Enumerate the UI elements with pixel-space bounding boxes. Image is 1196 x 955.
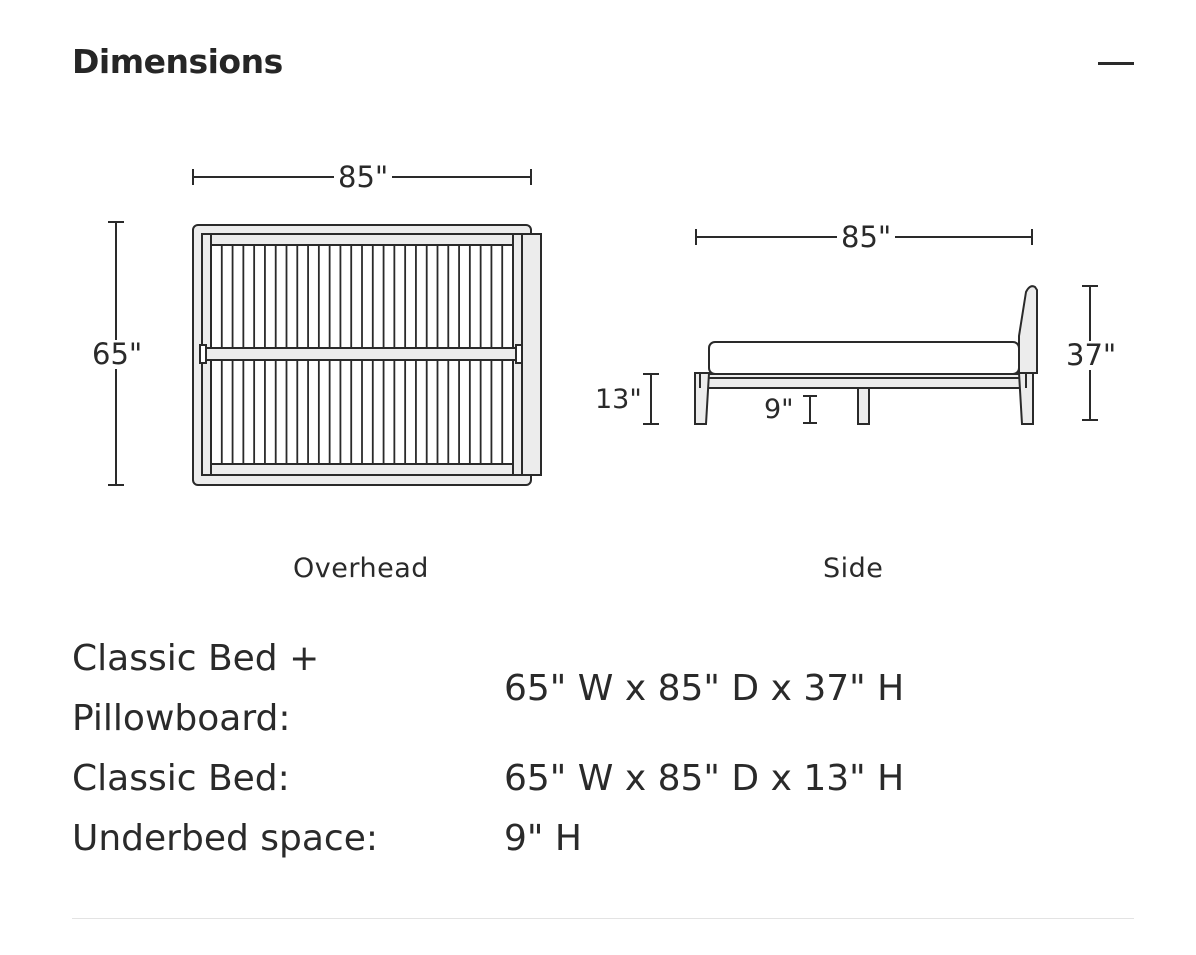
section-title: Dimensions xyxy=(72,42,283,81)
overhead-caption: Overhead xyxy=(293,553,429,584)
spec-label: Classic Bed + xyxy=(72,638,320,679)
side-frame-height-label: 13" xyxy=(591,386,646,413)
side-pillowboard xyxy=(1018,285,1038,374)
spec-label-continued: Pillowboard: xyxy=(72,698,291,739)
side-clearance-label: 9" xyxy=(760,396,798,423)
side-height-label: 37" xyxy=(1062,341,1121,370)
section-divider xyxy=(72,918,1134,919)
minus-icon xyxy=(1098,62,1134,65)
side-diagram xyxy=(643,229,1098,425)
spec-value: 9" H xyxy=(504,818,582,859)
side-frame-height-dimension-line xyxy=(643,373,659,425)
overhead-pillowboard xyxy=(520,233,542,476)
side-rail xyxy=(694,373,1034,389)
spec-value: 65" W x 85" D x 37" H xyxy=(504,668,905,709)
overhead-diagram xyxy=(108,169,542,486)
overhead-depth-label: 65" xyxy=(88,340,147,369)
overhead-center-support xyxy=(201,347,523,361)
dimensions-header: Dimensions xyxy=(72,36,1134,92)
spec-value: 65" W x 85" D x 13" H xyxy=(504,758,905,799)
collapse-toggle-button[interactable] xyxy=(1094,42,1134,82)
side-mattress xyxy=(708,341,1020,375)
overhead-bottom-rail xyxy=(210,463,514,476)
side-clearance-dimension-line xyxy=(803,395,817,424)
spec-label: Classic Bed: xyxy=(72,758,290,799)
overhead-width-label: 85" xyxy=(334,163,393,192)
spec-label: Underbed space: xyxy=(72,818,378,859)
side-center-leg xyxy=(857,387,870,425)
side-foot-leg xyxy=(694,372,711,425)
side-length-label: 85" xyxy=(837,223,896,252)
side-caption: Side xyxy=(823,553,884,584)
overhead-top-rail xyxy=(210,233,514,246)
overhead-slats xyxy=(220,245,504,464)
